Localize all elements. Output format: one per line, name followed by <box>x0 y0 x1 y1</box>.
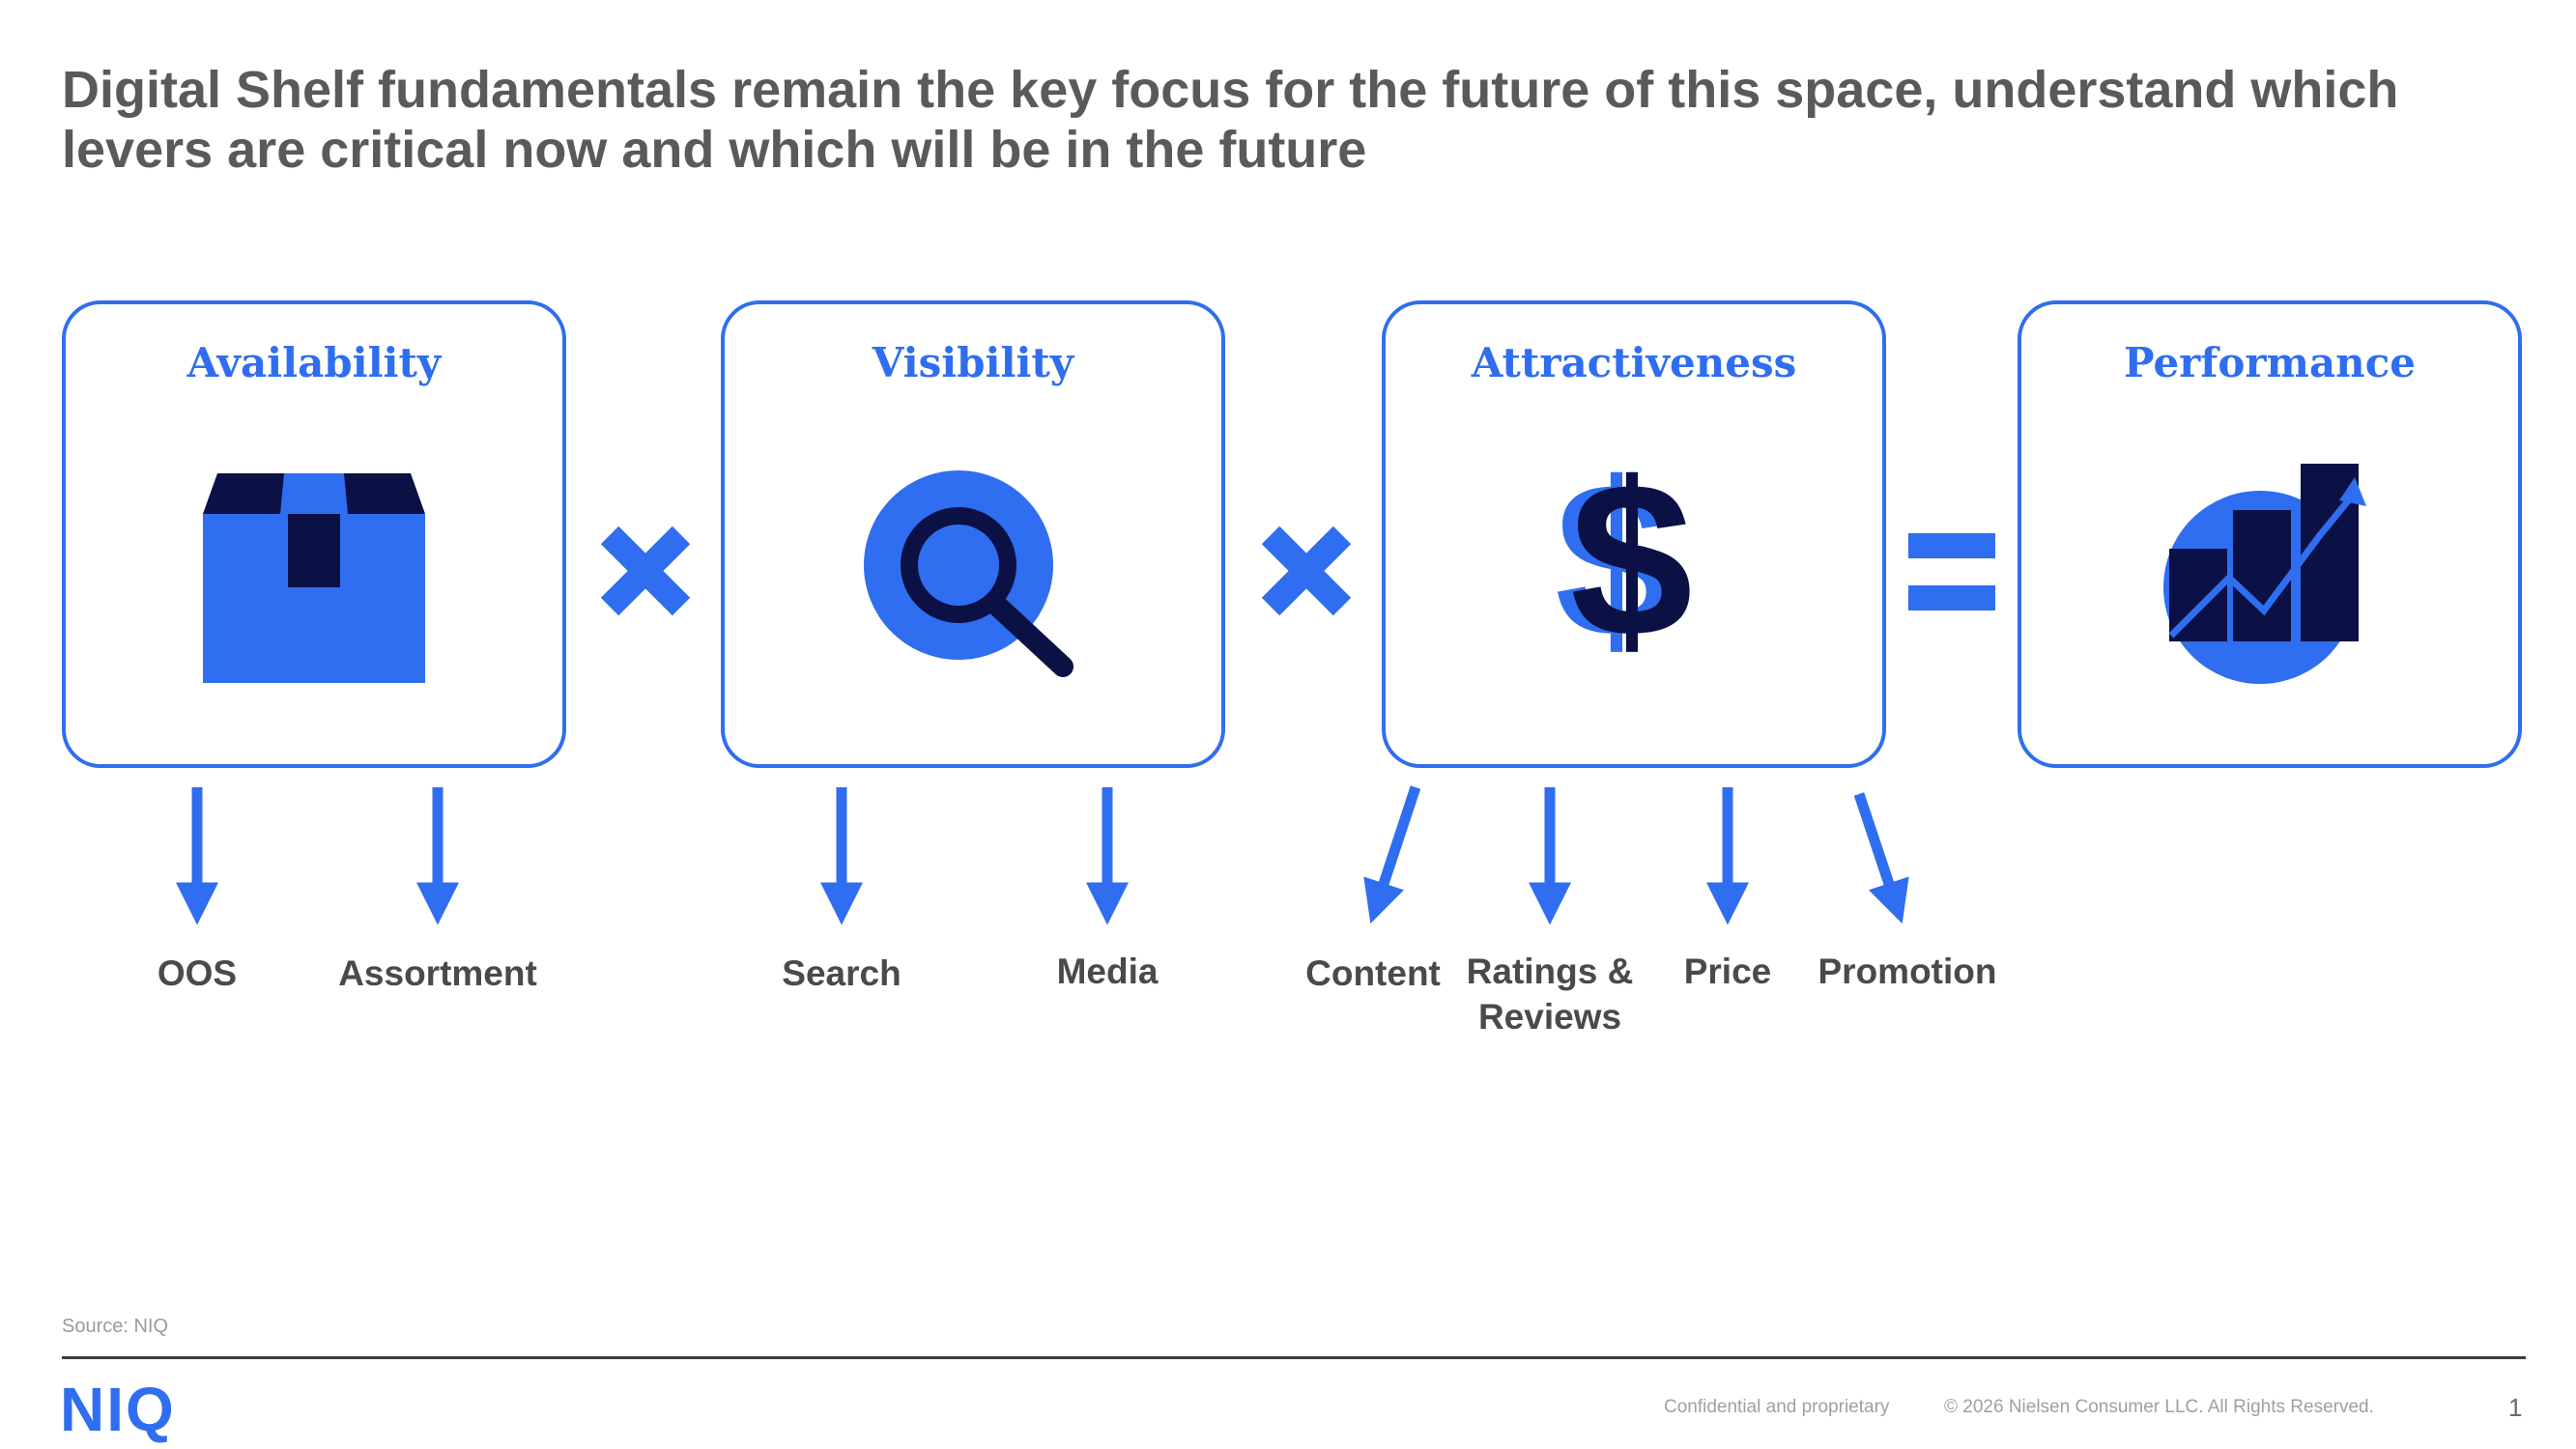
arrow-content <box>1363 785 1421 924</box>
lever-price: Price <box>1683 952 1772 991</box>
lever-promotion: Promotion <box>1818 952 1997 991</box>
growth-chart-icon <box>2163 464 2366 684</box>
performance-title: Performance <box>2124 339 2416 386</box>
availability-card: Availability <box>62 300 566 768</box>
lever-oos: OOS <box>157 953 238 993</box>
page-number: 1 <box>2508 1393 2523 1422</box>
equals-operator <box>1908 533 1995 611</box>
dollar-icon: $ $ <box>1537 449 1731 671</box>
page-title: Digital Shelf fundamentals remain the ke… <box>62 61 2399 179</box>
lever-assortment: Assortment <box>338 953 537 993</box>
visibility-title: Visibility <box>872 339 1074 386</box>
lever-ratings-line2: Reviews <box>1477 997 1622 1037</box>
lever-ratings-line1: Ratings & <box>1466 952 1634 991</box>
attractiveness-card: Attractiveness $ $ <box>1382 300 1886 768</box>
multiply-operator <box>1261 526 1352 616</box>
dollar-symbol: $ <box>1570 438 1693 683</box>
performance-card: Performance <box>2018 300 2522 768</box>
arrow-promotion <box>1853 792 1909 924</box>
source-note: Source: NIQ <box>62 1316 169 1337</box>
availability-title: Availability <box>186 339 442 386</box>
lever-search: Search <box>782 953 902 993</box>
lever-content: Content <box>1305 953 1441 993</box>
dollar-shadow: $ <box>1555 438 1677 683</box>
niq-logo: NIQ <box>60 1375 176 1444</box>
confidential-note: Confidential and proprietary <box>1664 1397 1890 1417</box>
visibility-card: Visibility <box>721 300 1225 768</box>
attractiveness-title: Attractiveness <box>1471 339 1797 386</box>
box-icon <box>203 473 425 683</box>
lever-ratings-reviews: Ratings & Reviews <box>1453 949 1646 1039</box>
copyright-note: © 2026 Nielsen Consumer LLC. All Rights … <box>1944 1397 2374 1417</box>
magnifier-icon <box>864 470 1073 677</box>
lever-media: Media <box>1056 952 1159 991</box>
multiply-operator <box>600 526 691 616</box>
footer-divider <box>62 1356 2526 1359</box>
